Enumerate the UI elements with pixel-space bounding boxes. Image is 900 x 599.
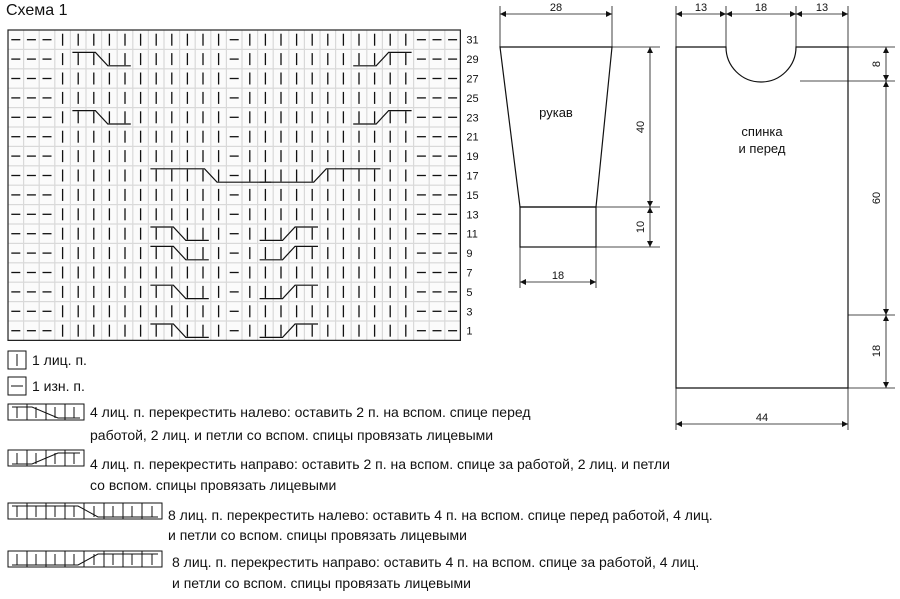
cable-cross: [72, 110, 131, 125]
row-number: 31: [466, 35, 478, 47]
legend-purl-symbol: [7, 376, 27, 396]
cable-cross: [259, 168, 381, 183]
legend-cross8-right-text-1: 8 лиц. п. перекрестить направо: оставить…: [172, 554, 700, 570]
cable-cross: [150, 284, 209, 300]
legend-knit-symbol: [7, 350, 27, 370]
cable-cross: [353, 51, 412, 67]
row-number: 29: [466, 54, 478, 66]
body-label-line1: спинка: [741, 124, 783, 139]
chart-symbols: [11, 33, 458, 338]
row-number: 5: [466, 287, 472, 299]
sleeve-height-cuff: 10: [635, 221, 647, 233]
row-number: 11: [466, 229, 477, 241]
chart-grid: [7, 29, 461, 341]
sleeve-label: рукав: [539, 105, 573, 120]
cable-cross: [150, 226, 209, 241]
legend-cross8-left-text-2: и петли со вспом. спицы провязать лицевы…: [168, 527, 467, 543]
sleeve-top-width: 28: [550, 2, 562, 14]
row-number: 9: [466, 248, 472, 260]
legend-cross4-left-text-2: работой, 2 лиц. и петли со вспом. спицы …: [90, 427, 494, 443]
body-height-lower: 18: [871, 345, 883, 357]
row-number: 19: [466, 151, 478, 163]
shoulder-right-width: 13: [816, 2, 828, 14]
row-number: 7: [466, 268, 472, 280]
sleeve-cuff: [519, 206, 597, 248]
row-number: 27: [466, 74, 478, 86]
cable-cross: [259, 323, 318, 338]
legend-cross8-right-symbol: [7, 550, 163, 568]
cable-cross: [353, 110, 412, 125]
row-number: 15: [466, 190, 478, 202]
legend-cross4-left-text-1: 4 лиц. п. перекрестить налево: оставить …: [90, 404, 531, 420]
cable-cross: [259, 245, 318, 261]
row-number: 21: [466, 132, 478, 144]
cable-cross: [259, 284, 318, 300]
cable-cross: [259, 226, 318, 241]
body-bottom-width: 44: [756, 412, 768, 424]
row-number: 3: [466, 306, 472, 318]
legend-cross4-right-text-2: со вспом. спицы провязать лицевыми: [90, 477, 337, 493]
sleeve-bottom-width: 18: [552, 270, 564, 282]
legend-symbols: [7, 350, 163, 568]
sleeve-outline: [499, 46, 613, 208]
chart-border: [7, 29, 461, 341]
body-outline: [675, 46, 849, 389]
scheme-title: Схема 1: [6, 2, 68, 19]
body-label-line2: и перед: [739, 141, 786, 156]
cable-cross: [150, 168, 272, 183]
legend-cross8-left-text-1: 8 лиц. п. перекрестить налево: оставить …: [168, 507, 713, 523]
cable-cross: [150, 245, 209, 261]
legend-cross4-left-symbol: [7, 403, 85, 421]
row-number: 13: [466, 209, 478, 221]
row-number: 25: [466, 93, 478, 105]
shoulder-left-width: 13: [695, 2, 707, 14]
legend-cross8-right-text-2: и петли со вспом. спицы провязать лицевы…: [172, 575, 471, 591]
neck-width: 18: [755, 2, 767, 14]
cable-cross: [72, 51, 131, 67]
legend-cross4-right-symbol: [7, 449, 85, 467]
cable-cross: [150, 323, 209, 338]
legend-cross4-right-text-1: 4 лиц. п. перекрестить направо: оставить…: [90, 456, 670, 472]
legend-cross8-left-symbol: [7, 502, 163, 520]
body-schematic: [675, 6, 895, 430]
legend-purl-text: 1 изн. п.: [32, 378, 85, 394]
neck-depth: 8: [871, 61, 883, 67]
sleeve-height-main: 40: [635, 121, 647, 133]
row-number: 23: [466, 112, 478, 124]
row-number: 17: [466, 171, 478, 183]
sleeve-schematic: [499, 6, 660, 288]
legend-knit-text: 1 лиц. п.: [32, 352, 87, 368]
row-number: 1: [466, 326, 472, 338]
body-height-upper: 60: [871, 192, 883, 204]
